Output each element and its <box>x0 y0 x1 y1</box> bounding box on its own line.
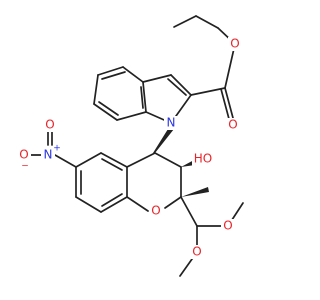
wedge-bond <box>181 160 195 167</box>
bond <box>93 103 118 121</box>
bond <box>75 196 102 213</box>
bond <box>75 152 102 168</box>
bond <box>154 152 182 168</box>
atom-label-layer: O O N N + O − O HO O O O <box>17 37 242 259</box>
atom-label-n-indole: N <box>167 116 176 130</box>
atom-label-o-carbonyl: O <box>228 118 237 132</box>
atom-label-o-ring: O <box>151 204 160 218</box>
bond <box>167 78 187 96</box>
atom-label-o-ester-single: O <box>230 37 239 51</box>
bond <box>98 101 119 116</box>
atom-charge-plus: + <box>53 144 61 154</box>
atom-label-o-nitro-double: O <box>45 118 54 132</box>
bond <box>101 158 123 171</box>
atom-charge-minus: − <box>21 162 29 172</box>
bond <box>140 86 144 109</box>
bond <box>93 74 99 105</box>
bond <box>122 66 144 83</box>
bond <box>195 15 219 29</box>
atom-label-n-nitro: N <box>44 148 53 162</box>
wedge-bond <box>153 129 174 153</box>
atom-label-hydroxyl: HO <box>194 152 212 166</box>
bond <box>97 66 124 76</box>
bond <box>116 111 147 121</box>
bond <box>100 152 128 168</box>
bond <box>190 87 226 96</box>
bond <box>142 74 172 83</box>
bond <box>142 81 147 113</box>
bond <box>100 196 128 213</box>
bond <box>54 154 77 168</box>
bond <box>224 43 236 89</box>
molecule-structure: O O N N + O − O HO O O O <box>17 15 244 277</box>
bond <box>164 196 182 209</box>
atom-label-o-nitro-minus: O <box>19 148 28 162</box>
bond-layer <box>29 15 244 277</box>
atom-label-o-methoxy-upper: O <box>223 219 232 233</box>
bond <box>173 15 197 28</box>
bond <box>101 71 126 80</box>
bond <box>180 196 198 227</box>
bond <box>224 87 234 119</box>
atom-label-o-methoxy-lower: O <box>192 245 201 259</box>
bond <box>220 88 230 120</box>
bond <box>170 74 192 96</box>
bond <box>101 193 123 207</box>
bond <box>126 152 156 168</box>
bond <box>126 196 149 212</box>
wedge-bond <box>181 187 209 197</box>
